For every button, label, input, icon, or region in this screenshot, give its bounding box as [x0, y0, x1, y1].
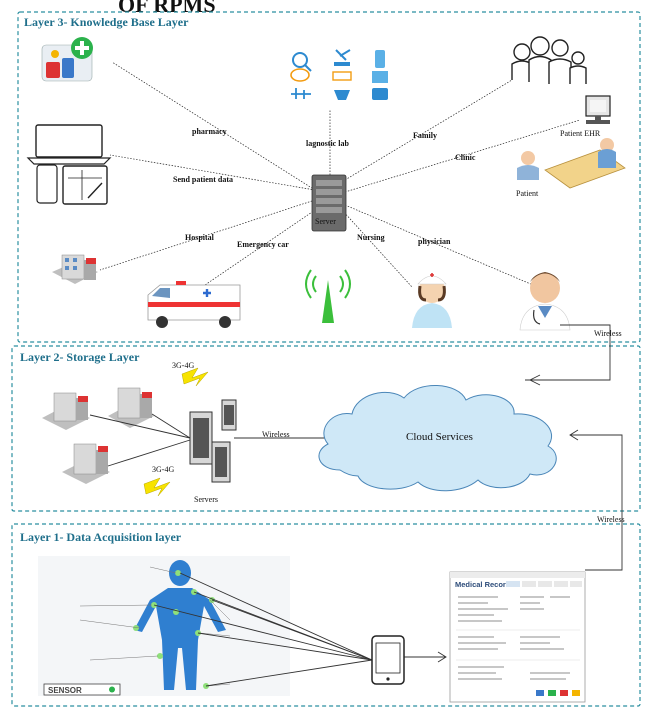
label-cloud-services: Cloud Services [406, 431, 473, 443]
emergency-car-icon [147, 281, 241, 328]
sensor-edges [153, 572, 447, 687]
layer2-box [11, 345, 641, 512]
layer3-title: Layer 3- Knowledge Base Layer [24, 15, 189, 29]
medical-records-window: Medical Records [449, 571, 586, 703]
physician-icon [519, 272, 571, 331]
layer3-box [17, 11, 641, 343]
diagnostic-lab-icon [290, 49, 388, 100]
storage-servers-icon [189, 399, 237, 483]
family-icon [511, 36, 587, 84]
body-sensor-illustration: SENSOR [38, 556, 290, 696]
label-diagnostic-lab: lagnostic lab [306, 139, 349, 148]
storage-edges [89, 413, 330, 467]
label-nursing: Nursing [357, 233, 385, 242]
wireless-label-bottom: Wireless [597, 515, 625, 524]
label-server: Server [315, 217, 336, 226]
label-clinic: Clinic [455, 153, 476, 162]
label-network-top: 3G-4G [172, 361, 194, 370]
network-bolt-icon-bottom [143, 477, 171, 497]
wireless-connectors [525, 324, 623, 571]
hospital-icon [52, 254, 98, 284]
wireless-label-top: Wireless [594, 329, 622, 338]
label-hospital: Hospital [185, 233, 215, 242]
label-pharmacy: pharmacy [192, 127, 227, 136]
layer3-edges [99, 61, 581, 289]
header-fragment: OF RPMS [118, 0, 216, 17]
antenna-tower-icon [305, 269, 351, 323]
patient-ehr-icon [585, 95, 611, 124]
layer1-title: Layer 1- Data Acquisition layer [20, 530, 182, 544]
label-family: Family [413, 131, 437, 140]
nurse-icon [412, 273, 452, 328]
storage-hospitals-icon [42, 387, 154, 484]
label-physician: physician [418, 237, 451, 246]
label-servers: Servers [194, 495, 218, 504]
clinic-patient-icon [517, 138, 626, 189]
label-network-bottom: 3G-4G [152, 465, 174, 474]
network-bolt-icon-top [181, 367, 209, 387]
label-patient: Patient [516, 189, 539, 198]
label-emergency-car: Emergency car [237, 240, 289, 249]
label-send-patient-data: Send patient data [173, 175, 233, 184]
label-patient-ehr: Patient EHR [560, 129, 601, 138]
smartphone-icon [371, 635, 405, 685]
pharmacy-icon [41, 37, 93, 82]
label-wireless-storage: Wireless [262, 430, 290, 439]
cloud-services-icon [318, 385, 557, 492]
layer1-box [11, 523, 641, 707]
server-icon [311, 174, 347, 232]
sensor-badge-text: SENSOR [48, 686, 82, 695]
medical-records-title: Medical Records [455, 580, 515, 589]
devices-icon [26, 124, 112, 205]
layer2-title: Layer 2- Storage Layer [20, 350, 140, 364]
